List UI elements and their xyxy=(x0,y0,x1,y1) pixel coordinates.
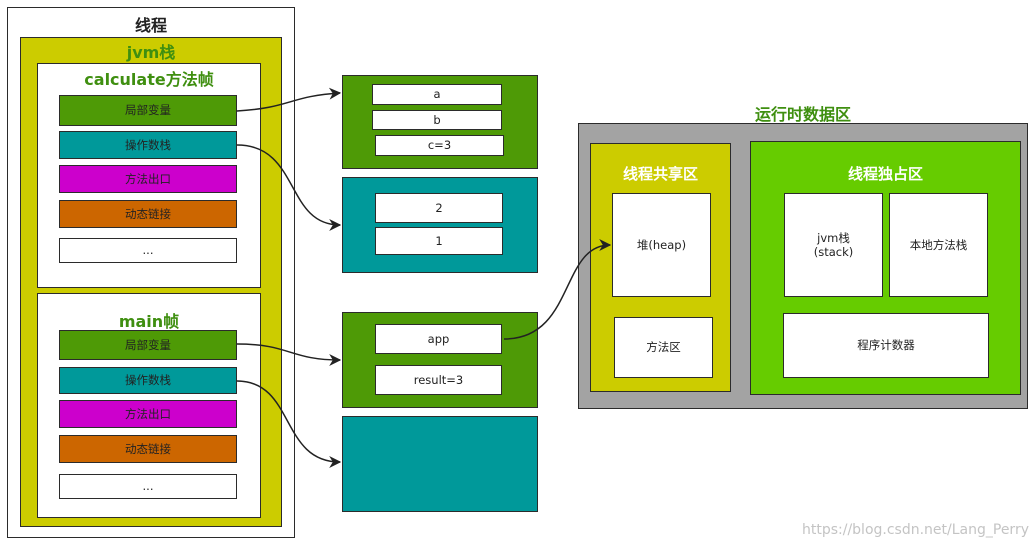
runtime-area-title: 运行时数据区 xyxy=(754,105,851,124)
calculate-local-vars: 局部变量 xyxy=(59,95,237,126)
calculate-dynamic-link: 动态链接 xyxy=(59,200,237,228)
jvm-stack-title: jvm栈 xyxy=(126,43,176,62)
thread-title: 线程 xyxy=(134,16,167,35)
jvm-stack-box-line2: (stack) xyxy=(813,245,854,259)
calculate-local-b: b xyxy=(372,110,502,130)
calculate-operand-stack: 操作数栈 xyxy=(59,131,237,159)
native-method-stack-box: 本地方法栈 xyxy=(889,193,988,297)
main-dynamic-link: 动态链接 xyxy=(59,435,237,463)
calculate-local-a: a xyxy=(372,84,502,105)
calculate-ellipsis: ... xyxy=(59,238,237,263)
calculate-method-exit: 方法出口 xyxy=(59,165,237,193)
calculate-operand-stack-box xyxy=(342,177,538,273)
calculate-frame-title: calculate方法帧 xyxy=(84,70,214,89)
main-method-exit: 方法出口 xyxy=(59,400,237,428)
method-area-box: 方法区 xyxy=(614,317,713,378)
main-local-app: app xyxy=(375,324,502,354)
main-ellipsis: ... xyxy=(59,474,237,499)
calculate-local-c: c=3 xyxy=(375,135,504,156)
main-operand-stack: 操作数栈 xyxy=(59,367,237,394)
calculate-operand-1: 1 xyxy=(375,227,503,255)
jvm-stack-box-line1: jvm栈 xyxy=(817,230,850,245)
shared-area-title: 线程共享区 xyxy=(622,165,698,183)
program-counter-box: 程序计数器 xyxy=(783,313,989,378)
main-local-result: result=3 xyxy=(375,365,502,395)
exclusive-area-title: 线程独占区 xyxy=(847,165,923,183)
main-operand-stack-box xyxy=(342,416,538,512)
main-frame-title: main帧 xyxy=(118,312,180,331)
watermark: https://blog.csdn.net/Lang_Perry xyxy=(801,522,1029,538)
main-local-vars: 局部变量 xyxy=(59,330,237,360)
jvm-stack-box: jvm栈 (stack) xyxy=(784,193,883,297)
calculate-operand-2: 2 xyxy=(375,193,503,223)
heap-box: 堆(heap) xyxy=(612,193,711,297)
